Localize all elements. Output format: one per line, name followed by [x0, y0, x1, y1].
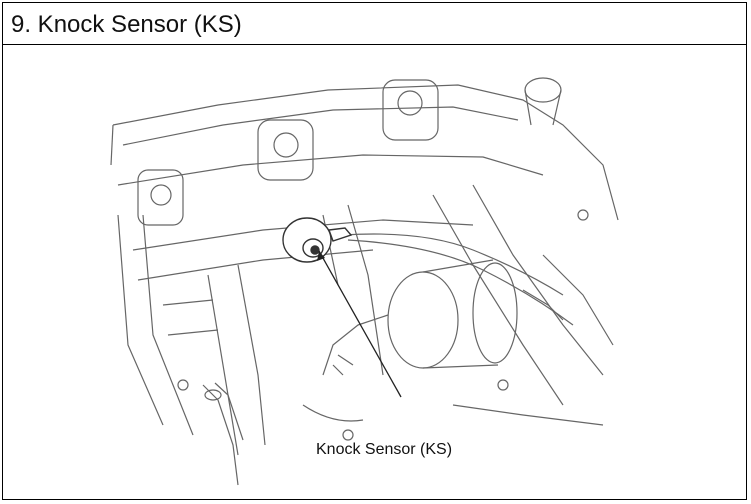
callout-leader-line	[318, 250, 402, 398]
engine-line-art	[110, 77, 619, 486]
knock-sensor-callout-label: Knock Sensor (KS)	[316, 441, 453, 458]
section-header: 9. Knock Sensor (KS)	[3, 3, 746, 45]
section-title: 9. Knock Sensor (KS)	[11, 11, 242, 38]
engine-illustration: Knock Sensor (KS)	[3, 45, 748, 499]
knock-sensor-part	[282, 217, 353, 263]
